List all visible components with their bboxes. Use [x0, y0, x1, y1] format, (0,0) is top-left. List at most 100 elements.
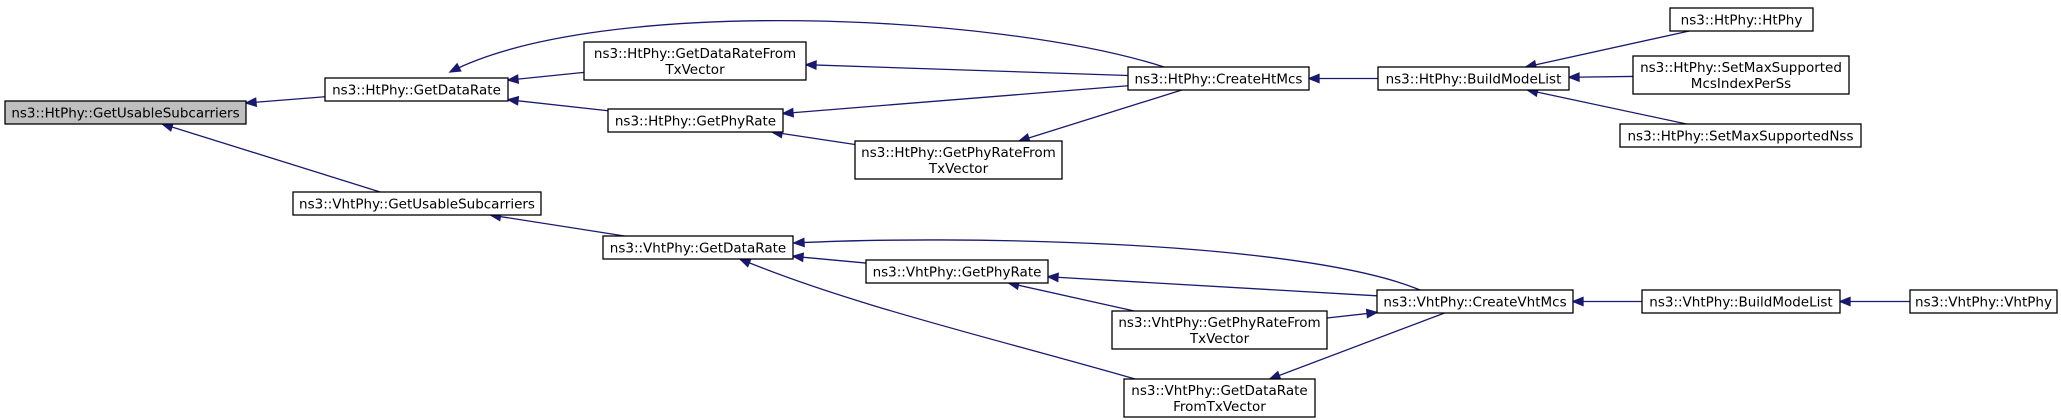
- edge-line: [507, 71, 585, 81]
- edge-arrowhead: [506, 74, 520, 84]
- edge-line: [245, 96, 326, 104]
- edge-line: [449, 19, 1165, 73]
- node-ht-bml[interactable]: ns3::HtPhy::BuildModeList: [1377, 66, 1570, 91]
- edge-line: [1527, 89, 1687, 125]
- edges-layer: [160, 19, 1910, 380]
- node-label: ns3::HtPhy::GetPhyRate: [615, 114, 776, 130]
- edge-vht_bml-to-vht_cvm: [1571, 296, 1642, 307]
- node-label: ns3::VhtPhy::CreateVhtMcs: [1383, 295, 1566, 311]
- node-ht-smn[interactable]: ns3::HtPhy::SetMaxSupportedNss: [1619, 123, 1862, 148]
- node-label: ns3::VhtPhy::GetDataRate: [610, 241, 786, 257]
- node-vht-gus[interactable]: ns3::VhtPhy::GetUsableSubcarriers: [292, 191, 542, 216]
- node-label: ns3::HtPhy::CreateHtMcs: [1135, 72, 1303, 88]
- edge-arrowhead: [781, 107, 795, 118]
- node-label: ns3::VhtPhy::GetPhyRate: [873, 265, 1042, 281]
- edge-ht_gpr-to-ht_gdr: [506, 95, 609, 112]
- node-label: ns3::HtPhy::HtPhy: [1681, 13, 1803, 29]
- edge-line: [805, 64, 1129, 77]
- edge-vht_ctor-to-vht_bml: [1838, 296, 1910, 307]
- edge-vht_gpr-to-vht_gdr: [791, 252, 867, 264]
- edge-arrowhead: [1838, 296, 1851, 307]
- edge-line: [1568, 75, 1634, 78]
- node-box[interactable]: [1669, 7, 1814, 32]
- node-label: TxVector: [664, 62, 725, 78]
- edge-line: [1525, 30, 1690, 68]
- edge-line: [793, 239, 1421, 291]
- node-label: McsIndexPerSs: [1691, 76, 1791, 92]
- node-box[interactable]: [1619, 123, 1862, 148]
- edge-ht_chm-to-ht_gdr: [448, 19, 1165, 73]
- node-box[interactable]: [1909, 289, 2058, 314]
- edge-line: [1008, 282, 1135, 312]
- edge-line: [771, 131, 856, 146]
- edge-arrowhead: [1567, 72, 1580, 83]
- edge-vht_cvm-to-vht_gpr: [1046, 272, 1378, 297]
- nodes-layer: ns3::HtPhy::GetUsableSubcarriersns3::HtP…: [4, 7, 2058, 418]
- edge-line: [1269, 312, 1445, 380]
- node-ht-ctor[interactable]: ns3::HtPhy::HtPhy: [1669, 7, 1814, 32]
- node-box[interactable]: [1632, 55, 1850, 95]
- node-box[interactable]: [324, 77, 509, 102]
- edge-ht_chm-to-ht_gpr: [781, 85, 1129, 118]
- node-vht-gpr[interactable]: ns3::VhtPhy::GetPhyRate: [865, 259, 1049, 284]
- node-box[interactable]: [583, 41, 807, 81]
- edge-arrowhead: [1571, 296, 1584, 307]
- edge-arrowhead: [792, 237, 805, 248]
- node-label: ns3::VhtPhy::GetPhyRateFrom: [1118, 315, 1320, 331]
- node-box[interactable]: [1127, 66, 1310, 91]
- edge-ht_chm-to-ht_gprtx: [1017, 89, 1183, 143]
- edge-line: [739, 258, 1136, 380]
- node-vht-ctor[interactable]: ns3::VhtPhy::VhtPhy: [1909, 289, 2058, 314]
- node-label: ns3::VhtPhy::VhtPhy: [1915, 295, 2052, 311]
- node-vht-cvm[interactable]: ns3::VhtPhy::CreateVhtMcs: [1376, 289, 1574, 314]
- node-label: ns3::VhtPhy::BuildModeList: [1649, 295, 1832, 311]
- node-vht-bml[interactable]: ns3::VhtPhy::BuildModeList: [1641, 289, 1841, 314]
- edge-ht_gprtx-to-ht_gpr: [770, 128, 856, 146]
- node-label: ns3::HtPhy::GetDataRate: [332, 83, 501, 99]
- edge-arrowhead: [1307, 73, 1320, 84]
- node-label: ns3::HtPhy::SetMaxSupportedNss: [1627, 129, 1853, 145]
- node-box[interactable]: [1111, 310, 1328, 350]
- node-ht-gdr[interactable]: ns3::HtPhy::GetDataRate: [324, 77, 509, 102]
- node-box[interactable]: [1376, 289, 1574, 314]
- node-ht-gus[interactable]: ns3::HtPhy::GetUsableSubcarriers: [4, 100, 247, 125]
- edge-line: [1047, 276, 1378, 297]
- edge-line: [507, 99, 609, 112]
- node-box[interactable]: [1641, 289, 1841, 314]
- node-label: FromTxVector: [1173, 399, 1266, 415]
- edge-arrowhead: [791, 252, 805, 263]
- edge-arrowhead: [1046, 272, 1059, 283]
- edge-vht_cvm-to-vht_gdr: [792, 237, 1421, 291]
- node-label: TxVector: [1189, 331, 1250, 347]
- edge-vht_gprtx-to-vht_cvm: [1326, 308, 1379, 319]
- edge-arrowhead: [738, 258, 752, 268]
- node-box[interactable]: [602, 235, 794, 260]
- node-box[interactable]: [607, 108, 784, 133]
- node-box[interactable]: [292, 191, 542, 216]
- edge-ht_gdr-to-ht_gus: [244, 96, 326, 108]
- edge-line: [162, 123, 381, 193]
- node-vht-gdr[interactable]: ns3::VhtPhy::GetDataRate: [602, 235, 794, 260]
- node-box[interactable]: [4, 100, 247, 125]
- edge-vht_gprtx-to-vht_gpr: [1006, 280, 1135, 312]
- node-box[interactable]: [865, 259, 1049, 284]
- edge-vht_gdr-to-vht_gus: [488, 211, 625, 237]
- node-ht-gpr[interactable]: ns3::HtPhy::GetPhyRate: [607, 108, 784, 133]
- edge-ht_bml-to-ht_chm: [1307, 73, 1378, 84]
- edge-ht_gdrtx-to-ht_gdr: [506, 71, 585, 84]
- node-label: TxVector: [928, 161, 989, 177]
- node-box[interactable]: [854, 140, 1063, 180]
- node-box[interactable]: [1377, 66, 1570, 91]
- node-label: ns3::VhtPhy::GetUsableSubcarriers: [299, 197, 535, 213]
- edge-line: [782, 85, 1129, 115]
- edge-arrowhead: [448, 62, 462, 73]
- node-label: ns3::VhtPhy::GetDataRate: [1131, 383, 1307, 399]
- node-ht-chm[interactable]: ns3::HtPhy::CreateHtMcs: [1127, 66, 1310, 91]
- node-box[interactable]: [1123, 378, 1316, 418]
